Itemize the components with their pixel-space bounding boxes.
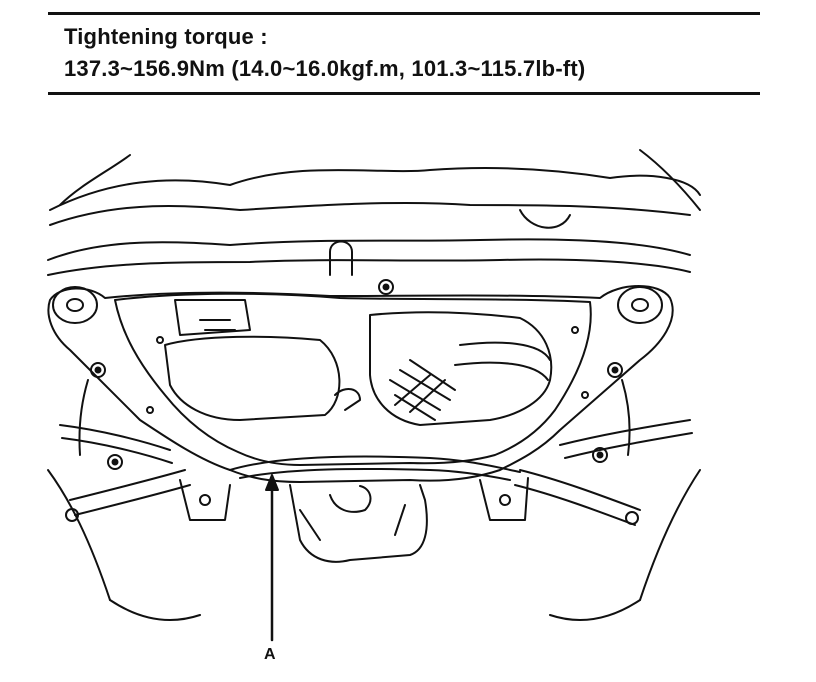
left-front-bolt	[90, 362, 106, 378]
right-front-bolt	[607, 362, 623, 378]
left-lower-bracket	[179, 479, 231, 521]
left-mount-hole	[52, 286, 98, 324]
left-lower-skirt	[47, 469, 111, 601]
left-rear-bolt	[107, 454, 123, 470]
upper-body-panel-edge	[49, 201, 691, 226]
left-outer-bolt	[65, 508, 79, 522]
mid-body-line-2	[47, 258, 691, 276]
u-hook	[329, 240, 353, 276]
right-lower-bracket	[479, 477, 529, 521]
oil-pan	[289, 484, 428, 563]
bracket-top	[519, 209, 571, 229]
mid-body-line	[47, 238, 691, 261]
front-crossmember	[229, 455, 521, 473]
right-rear-bolt	[592, 447, 608, 463]
transmission-case	[369, 311, 553, 426]
torque-title: Tightening torque :	[64, 24, 268, 49]
header-top-rule	[48, 12, 760, 15]
left-driveshaft	[59, 424, 171, 451]
upper-right-curve	[639, 149, 701, 211]
right-brake-line	[621, 379, 631, 456]
torque-value: 137.3~156.9Nm (14.0~16.0kgf.m, 101.3~115…	[64, 56, 586, 81]
left-control-arm	[69, 469, 186, 501]
hook-bolt	[378, 279, 394, 295]
transmission-ribs	[389, 359, 456, 421]
header-bottom-rule	[48, 92, 760, 95]
upper-body-panel	[49, 167, 701, 211]
right-mount-hole	[617, 286, 663, 324]
right-driveshaft	[559, 419, 691, 446]
upper-left-curve	[59, 154, 131, 206]
subframe-inner	[114, 292, 592, 466]
left-brake-line	[78, 379, 89, 456]
right-control-arm	[519, 469, 641, 511]
right-lower-skirt	[639, 469, 701, 601]
right-outer-bolt	[625, 511, 639, 525]
engine-upper	[174, 299, 251, 336]
callout-a-label: A	[264, 646, 276, 663]
subframe-outer	[47, 285, 674, 483]
callout-a-arrowhead	[265, 474, 279, 491]
engine-block	[164, 335, 341, 421]
